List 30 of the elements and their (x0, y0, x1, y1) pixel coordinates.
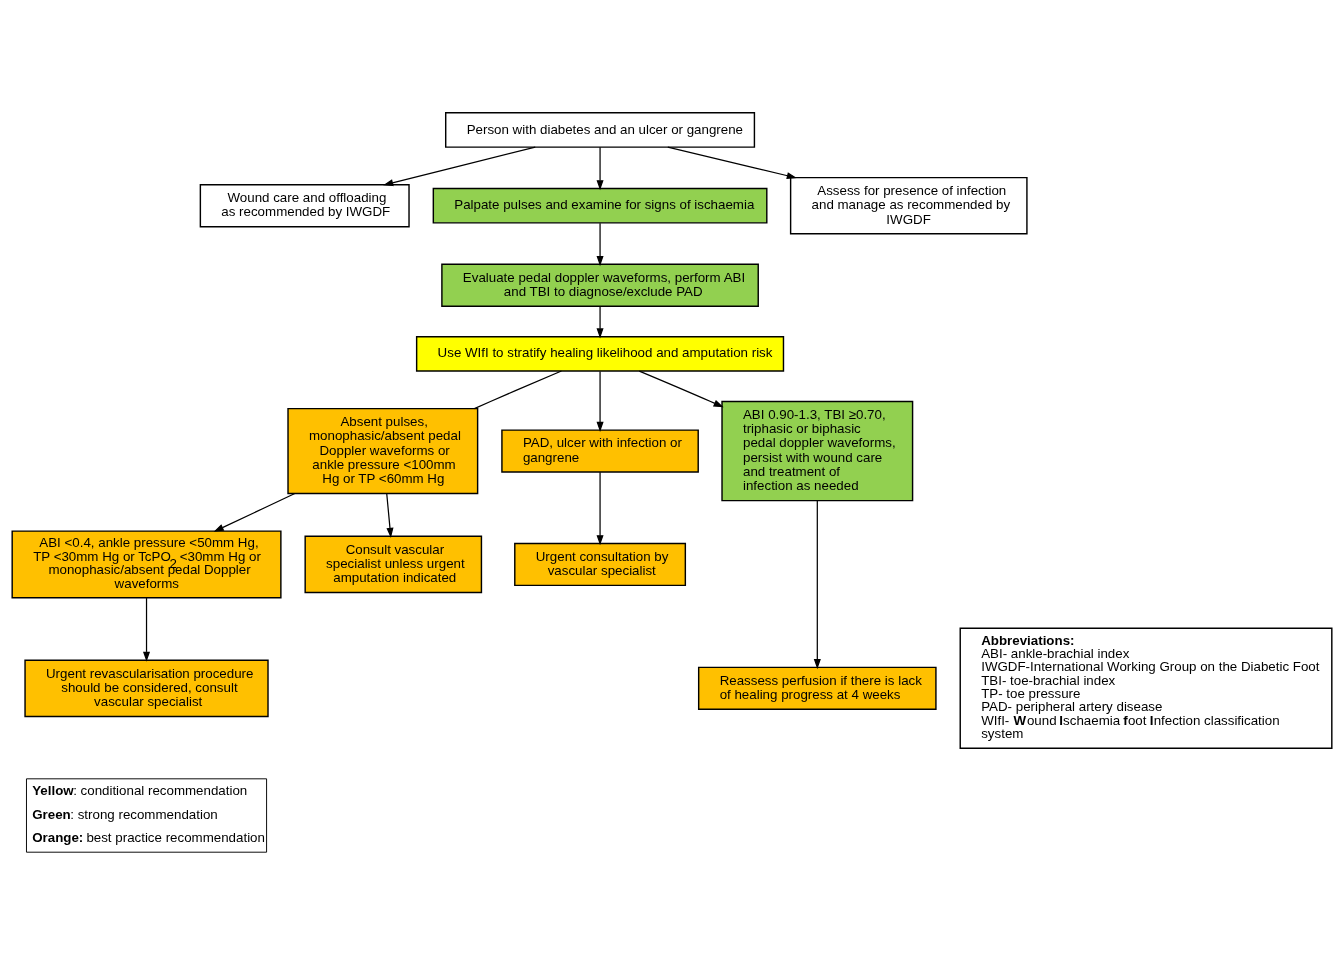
legend-label: Green: strong recommendation (32, 806, 218, 822)
connector (473, 369, 563, 409)
legend-label: Orange: best practice recommendation (32, 829, 265, 845)
arrow (667, 146, 797, 179)
arrow (143, 596, 151, 662)
node-box: Consult vascular specialist unless urgent amputation indicated (304, 535, 483, 593)
arrow (383, 146, 536, 186)
node-box: Reassess perfusion if there is lack of healing progress at 4 weeks (697, 666, 937, 710)
node-box: Evaluate pedal doppler waveforms, perform ABI and TBI to diagnose/exclude PAD (441, 263, 759, 307)
node-box: Absent pulses, monophasic/absent pedal Doppler waveforms or ankle pressure <100mm Hg or TP <60mm Hg (287, 407, 479, 494)
node-box: Abbreviations: ABI- ankle-brachial index IWGDF-International Working Group on the Diabetic Foot TBI- toe-brachial index TP- toe pressure PAD- peripheral artery disease WIfI- Wound Ischaemia foot Infection classification system (959, 627, 1333, 749)
node-box: Palpate pulses and examine for signs of ischaemia (432, 187, 768, 224)
arrow (213, 492, 296, 532)
node-box: PAD, ulcer with infection or gangrene (501, 428, 699, 473)
arrow (596, 146, 604, 190)
arrow (596, 222, 604, 266)
node-box: Urgent revascularisation procedure should be considered, consult vascular specialist (24, 659, 269, 717)
node-box: Urgent consultation by vascular specialist (514, 542, 687, 586)
legend-label: Yellow: conditional recommendation (32, 782, 248, 798)
arrow (596, 471, 604, 545)
node-box: Use WIfI to stratify healing likelihood and amputation risk (415, 335, 785, 372)
arrow (638, 369, 724, 407)
arrow (813, 499, 821, 669)
arrow (386, 492, 394, 538)
node-box: Assess for presence of infection and manage as recommended by IWGDF (789, 176, 1028, 235)
node-box: Wound care and offloading as recommended by IWGDF (199, 183, 410, 227)
node-box: ABI 0.90-1.3, TBI ≥0.70, triphasic or biphasic pedal doppler waveforms, persist with wound care and treatment of infection as needed (721, 400, 914, 501)
arrow (596, 305, 604, 338)
node-box: Person with diabetes and an ulcer or gangrene (445, 111, 756, 148)
arrow (596, 370, 604, 432)
